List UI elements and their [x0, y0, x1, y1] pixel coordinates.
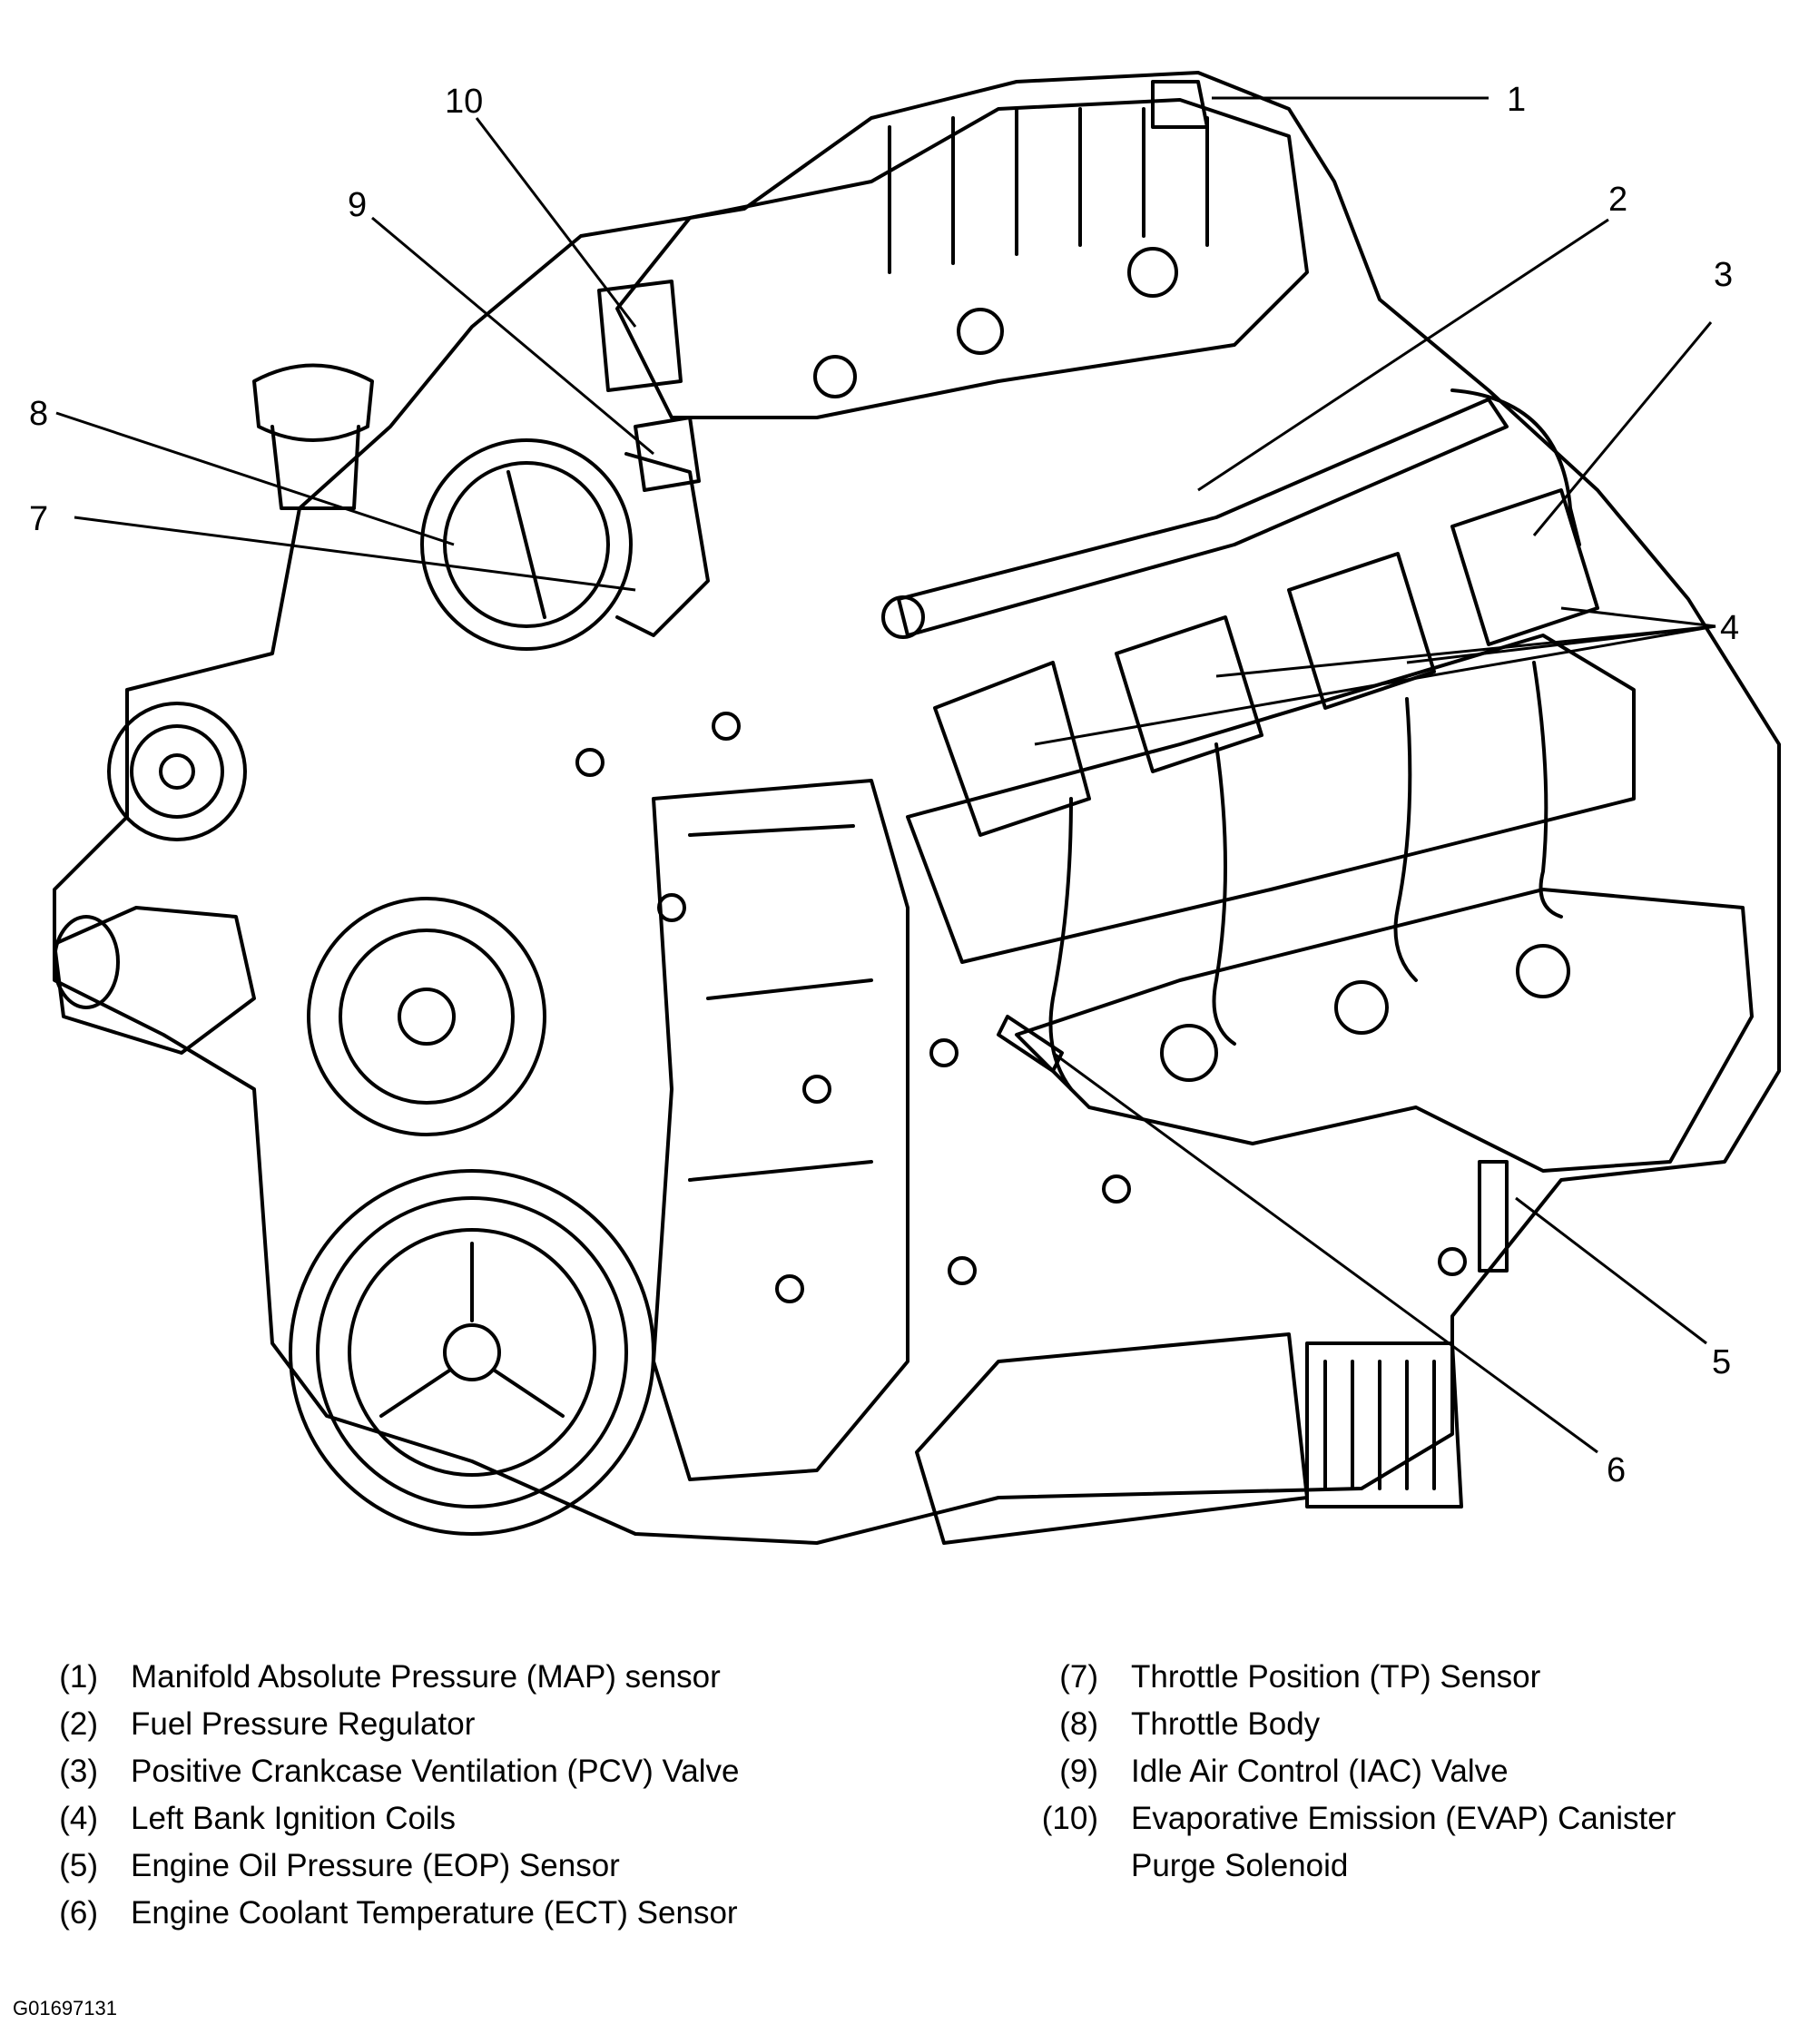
callout-5: 5 — [1712, 1343, 1731, 1381]
legend-num: (1) — [59, 1659, 98, 1695]
engine-diagram: 1 2 3 4 5 6 7 8 9 10 — [29, 71, 1781, 1545]
leader-line-2 — [1197, 218, 1609, 492]
legend-text: Throttle Body — [1131, 1706, 1321, 1742]
legend-item-throttle-body: (8) Throttle Body — [1008, 1701, 1676, 1748]
callout-6: 6 — [1607, 1451, 1626, 1489]
leader-line-4c — [1215, 624, 1716, 678]
legend-num: (3) — [59, 1754, 98, 1789]
legend-item-ect-sensor: (6) Engine Coolant Temperature (ECT) Sens… — [27, 1890, 740, 1937]
callout-1: 1 — [1507, 81, 1526, 119]
engine-illustration — [53, 71, 1781, 1545]
legend-item-pcv-valve: (3) Positive Crankcase Ventilation (PCV) … — [27, 1748, 740, 1795]
legend-num: (10) — [1041, 1801, 1098, 1836]
legend-num: (9) — [1059, 1754, 1098, 1789]
leader-line-5 — [1515, 1196, 1707, 1345]
figure-id: G01697131 — [13, 1997, 117, 2019]
legend-item-fuel-pressure-regulator: (2) Fuel Pressure Regulator — [27, 1701, 740, 1748]
legend-text: Left Bank Ignition Coils — [131, 1801, 456, 1836]
legend-item-tp-sensor: (7) Throttle Position (TP) Sensor — [1008, 1654, 1676, 1701]
legend-text: Positive Crankcase Ventilation (PCV) Val… — [131, 1754, 740, 1789]
legend-text: Engine Oil Pressure (EOP) Sensor — [131, 1848, 620, 1883]
callout-10: 10 — [445, 83, 483, 121]
leader-line-4d — [1034, 624, 1716, 746]
leader-line-7 — [74, 516, 636, 592]
legend-item-evap-solenoid-continued: Purge Solenoid — [1008, 1843, 1676, 1890]
legend-text: Purge Solenoid — [1131, 1848, 1349, 1883]
legend-num: (2) — [59, 1706, 98, 1742]
legend-right: (7) Throttle Position (TP) Sensor (8) Thro… — [1008, 1654, 1676, 1890]
leader-lines — [55, 96, 1716, 1454]
callout-4: 4 — [1720, 609, 1739, 647]
leader-line-4a — [1560, 606, 1716, 628]
leader-line-9 — [371, 216, 654, 456]
legend-left: (1) Manifold Absolute Pressure (MAP) sens… — [27, 1654, 740, 1937]
legend-text: Engine Coolant Temperature (ECT) Sensor — [131, 1895, 738, 1931]
legend-item-iac-valve: (9) Idle Air Control (IAC) Valve — [1008, 1748, 1676, 1795]
callout-8: 8 — [29, 395, 48, 433]
legend-item-ignition-coils: (4) Left Bank Ignition Coils — [27, 1795, 740, 1843]
legend-num: (8) — [1059, 1706, 1098, 1742]
callout-2: 2 — [1608, 181, 1627, 219]
legend-num: (6) — [59, 1895, 98, 1931]
legend-text: Fuel Pressure Regulator — [131, 1706, 476, 1742]
leader-line-3 — [1532, 321, 1713, 536]
legend-num: (4) — [59, 1801, 98, 1836]
leader-line-6 — [1052, 1051, 1598, 1454]
legend-item-eop-sensor: (5) Engine Oil Pressure (EOP) Sensor — [27, 1843, 740, 1890]
legend-text: Manifold Absolute Pressure (MAP) sensor — [131, 1659, 721, 1695]
callout-7: 7 — [29, 500, 48, 538]
legend-text: Idle Air Control (IAC) Valve — [1131, 1754, 1509, 1789]
callout-9: 9 — [348, 186, 367, 224]
legend-num: (5) — [59, 1848, 98, 1883]
legend-item-evap-solenoid: (10) Evaporative Emission (EVAP) Canister — [1008, 1795, 1676, 1843]
callout-3: 3 — [1714, 256, 1733, 294]
legend-text: Evaporative Emission (EVAP) Canister — [1131, 1801, 1676, 1836]
leader-line-8 — [55, 411, 455, 546]
legend-text: Throttle Position (TP) Sensor — [1131, 1659, 1541, 1695]
leader-line-10 — [475, 117, 637, 328]
callout-numbers: 1 2 3 4 5 6 7 8 9 10 — [29, 81, 1739, 1489]
legend-item-map-sensor: (1) Manifold Absolute Pressure (MAP) sens… — [27, 1654, 740, 1701]
legend-num: (7) — [1059, 1659, 1098, 1695]
